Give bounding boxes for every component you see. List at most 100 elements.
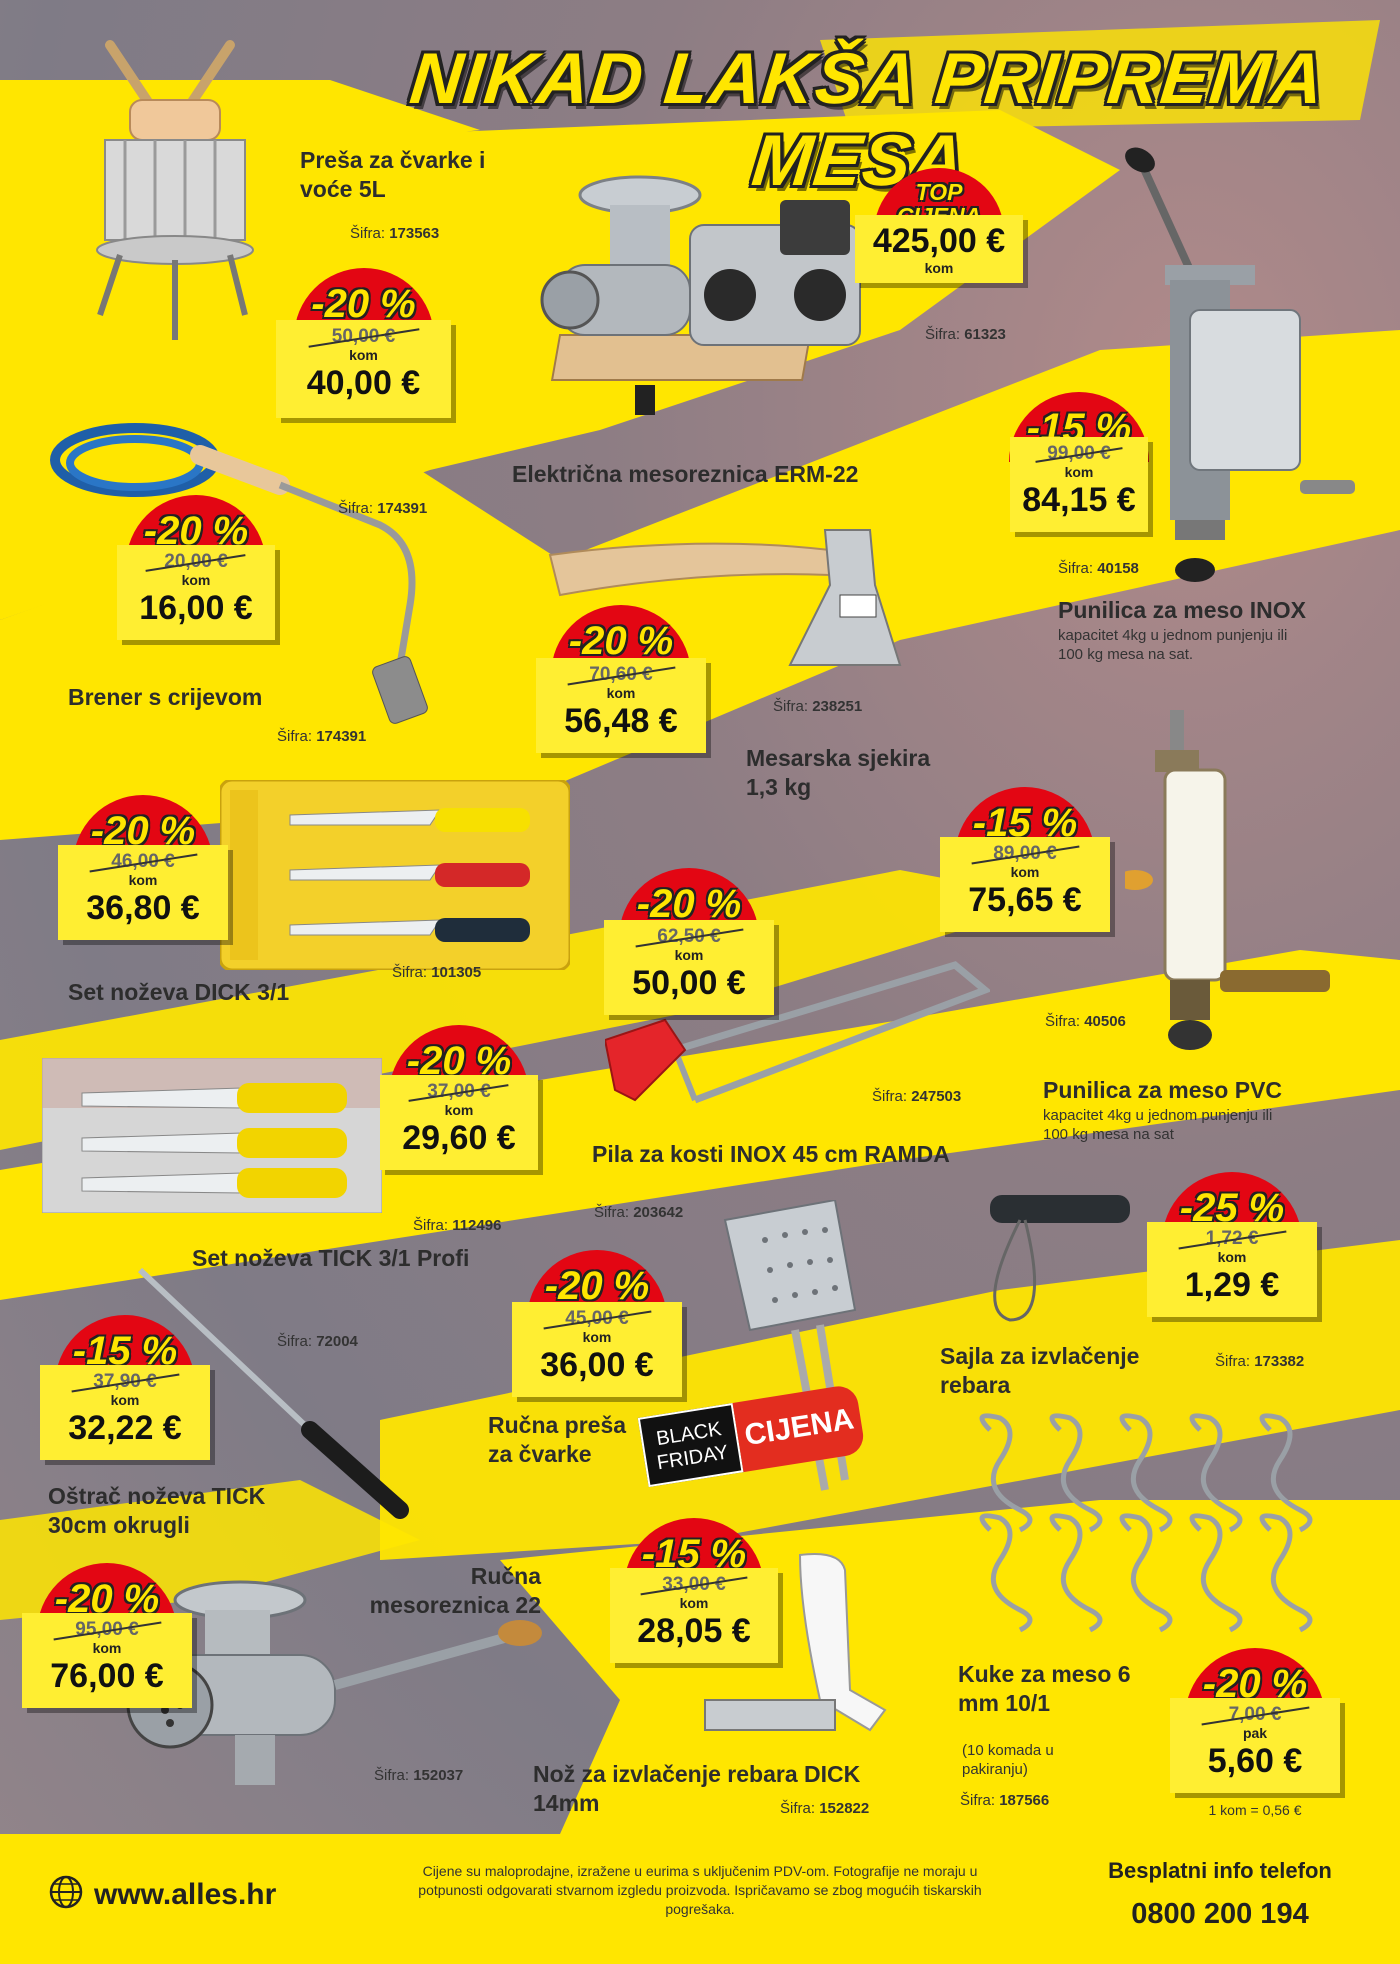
price-tag: -25 % 1,72 € kom 1,29 € [1147,1172,1317,1317]
price-tag: -15 % 99,00 € kom 84,15 € [1009,392,1149,532]
rib-cable-image [990,1195,1130,1322]
old-price: 7,00 € [1170,1698,1340,1726]
unit-label: pak [1242,1725,1268,1741]
product-name: Kuke za meso 6 mm 10/1 [958,1661,1131,1716]
meat-hooks-image [979,1413,1313,1633]
product-name: Brener s crijevom [68,684,263,710]
old-price: 95,00 € [22,1613,192,1641]
product-description: kapacitet 4kg u jednom punjenju ili 100 … [1058,627,1288,663]
price-tag: -20 % 45,00 € kom 36,00 € [512,1250,682,1397]
product-sifra: Šifra: 173382 [1215,1353,1305,1370]
bone-saw-image [605,961,990,1104]
product-name: Pila za kosti INOX 45 cm RAMDA [592,1141,950,1167]
current-price: 36,00 € [540,1346,654,1384]
disclaimer: Cijene su maloprodajne, izražene u eurim… [418,1863,982,1917]
current-price: 5,60 € [1207,1742,1303,1780]
globe-icon [48,1874,84,1918]
unit-label: kom [606,685,636,701]
current-price: 50,00 € [632,964,746,1002]
unit-label: kom [1010,864,1040,880]
price-tag: -15 % 33,00 € kom 28,05 € [610,1518,778,1663]
electric-grinder-image [540,175,861,415]
old-price: 33,00 € [610,1568,778,1596]
product-name: Oštrač noževa TICK 30cm okrugli [48,1483,266,1538]
product-name: Punilica za meso INOX [1058,597,1306,623]
old-price: 37,90 € [40,1365,210,1393]
product-name: Punilica za meso PVC [1043,1077,1283,1103]
price-tag: -15 % 37,90 € kom 32,22 € [40,1315,210,1460]
current-price: 84,15 € [1022,481,1136,519]
current-price: 40,00 € [306,364,421,402]
product-sifra: Šifra: 152037 [374,1767,464,1784]
product-name: Električna mesoreznica ERM-22 [512,461,859,487]
phone-number[interactable]: 0800 200 194 [1131,1898,1309,1930]
product-name: Ručna mesoreznica 22 [369,1563,541,1618]
unit-label: kom [128,872,158,888]
old-price: 46,00 € [58,845,228,873]
unit-label: kom [92,1640,122,1656]
product-sifra-secondary: Šifra: 174391 [277,728,367,745]
current-price: 425,00 € [872,222,1006,260]
price-tag: TOP CIJENA 425,00 € kom [855,168,1023,283]
rib-knife-image [704,1553,887,1732]
current-price: 56,48 € [564,702,678,740]
product-sifra: Šifra: 173563 [350,225,440,242]
unit-label: kom [924,260,954,276]
product-sifra: Šifra: 61323 [925,326,1006,343]
old-price: 89,00 € [940,837,1110,865]
unit-price-note: 1 kom = 0,56 € [1208,1802,1302,1818]
unit-label: kom [1217,1249,1247,1265]
axe-image [548,529,902,666]
price-tag: -20 % 20,00 € kom 16,00 € [117,495,275,640]
torch-burner-image [50,423,428,724]
price-tag: -20 % 7,00 € pak 5,60 € [1170,1648,1340,1793]
product-sifra: Šifra: 174391 [338,500,428,517]
unit-label: kom [444,1102,474,1118]
dick-knife-set-image [220,780,570,970]
current-price: 29,60 € [402,1119,516,1157]
bf-cijena: CIJENA [732,1383,866,1473]
old-price: 99,00 € [1010,437,1148,465]
price-tag: -20 % 95,00 € kom 76,00 € [22,1563,192,1708]
stuffer-inox-image [1125,147,1355,582]
old-price: 70,60 € [536,658,706,686]
product-sifra: Šifra: 101305 [392,964,482,981]
current-price: 76,00 € [50,1657,164,1695]
stuffer-pvc-image [1125,710,1330,1050]
fruit-press-image [96,40,254,340]
website-link[interactable]: www.alles.hr [48,1874,276,1918]
tick-knife-set-image [42,1058,382,1213]
info-phone-block: Besplatni info telefon 0800 200 194 [1090,1856,1350,1936]
price-tag: -15 % 89,00 € kom 75,65 € [940,787,1110,932]
product-name: Preša za čvarke i voće 5L [300,147,486,202]
old-price: 50,00 € [276,320,451,348]
old-price: 20,00 € [117,545,275,573]
old-price: 37,00 € [380,1075,538,1103]
current-price: 32,22 € [68,1409,182,1447]
old-price: 45,00 € [512,1302,682,1330]
product-sifra: Šifra: 247503 [872,1088,962,1105]
current-price: 1,29 € [1184,1266,1280,1304]
product-sifra: Šifra: 203642 [594,1204,684,1221]
product-name: Nož za izvlačenje rebara DICK 14mm [533,1761,861,1816]
product-description: kapacitet 4kg u jednom punjenju ili 100 … [1043,1107,1273,1143]
price-tag: -20 % 37,00 € kom 29,60 € [380,1025,538,1170]
product-name: Mesarska sjekira 1,3 kg [746,745,931,800]
current-price: 28,05 € [637,1612,751,1650]
product-name: Set noževa DICK 3/1 [68,979,290,1005]
unit-label: kom [349,347,378,363]
product-name: Set noževa TICK 3/1 Profi [192,1245,470,1271]
product-sifra: Šifra: 72004 [277,1333,358,1350]
current-price: 36,80 € [86,889,200,927]
product-sifra: Šifra: 238251 [773,698,863,715]
website-text: www.alles.hr [94,1877,277,1911]
footer: www.alles.hr Cijene su maloprodajne, izr… [0,1834,1400,1964]
product-name: Sajla za izvlačenje rebara [940,1343,1140,1398]
unit-label: kom [1064,464,1094,480]
price-tag: -20 % 70,60 € kom 56,48 € [536,605,706,753]
unit-label: kom [674,947,704,963]
old-price: 1,72 € [1147,1222,1317,1250]
product-name: Ručna preša za čvarke [488,1412,627,1467]
price-tag: -20 % 62,50 € kom 50,00 € [604,868,774,1015]
